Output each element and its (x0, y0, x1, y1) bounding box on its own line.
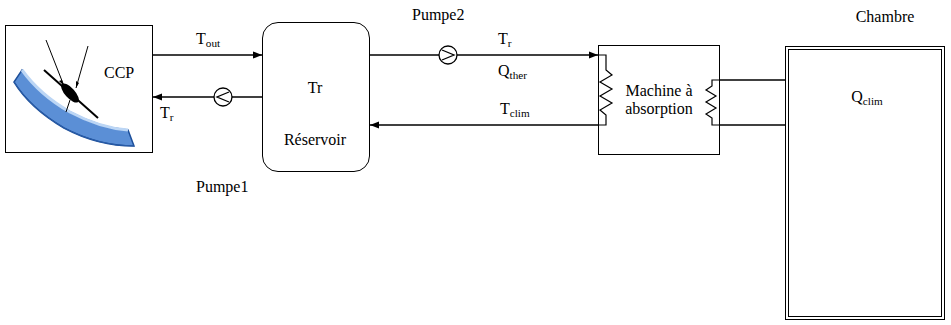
node-label: Machine à absorption (621, 82, 697, 119)
pipe-connector (720, 124, 785, 125)
tank-box: TrRéservoir (262, 22, 370, 172)
heat-label: Qther (498, 62, 527, 82)
temperature-label: Tr (160, 104, 174, 124)
temperature-label: Tout (196, 30, 220, 50)
pump-symbol (214, 88, 232, 106)
pipe-connector (370, 54, 598, 55)
pipe-connector (370, 124, 598, 125)
node-heading: Chambre (856, 8, 915, 26)
temperature-label: Tclim (500, 100, 530, 120)
node-label: Réservoir (284, 131, 346, 149)
node-label: Tr (308, 79, 323, 97)
room-box: Qclim Chambre (785, 8, 945, 320)
component-box: Machine à absorption (598, 45, 720, 155)
collector-illustration (14, 40, 134, 146)
temperature-label: Tr (498, 30, 512, 50)
pipe-connector (153, 96, 262, 97)
pump-label: Pumpe2 (412, 6, 464, 24)
room-outline: Qclim (785, 46, 945, 320)
pump-symbol (439, 46, 457, 64)
node-label: CCP (104, 64, 134, 82)
pipe-connector (153, 54, 262, 55)
component-box: CCP (5, 25, 153, 153)
heat-exchanger-coil (598, 55, 720, 125)
pipe-connector (720, 79, 785, 80)
pump-label: Pumpe1 (196, 178, 248, 196)
node-label: Qclim (851, 88, 882, 108)
